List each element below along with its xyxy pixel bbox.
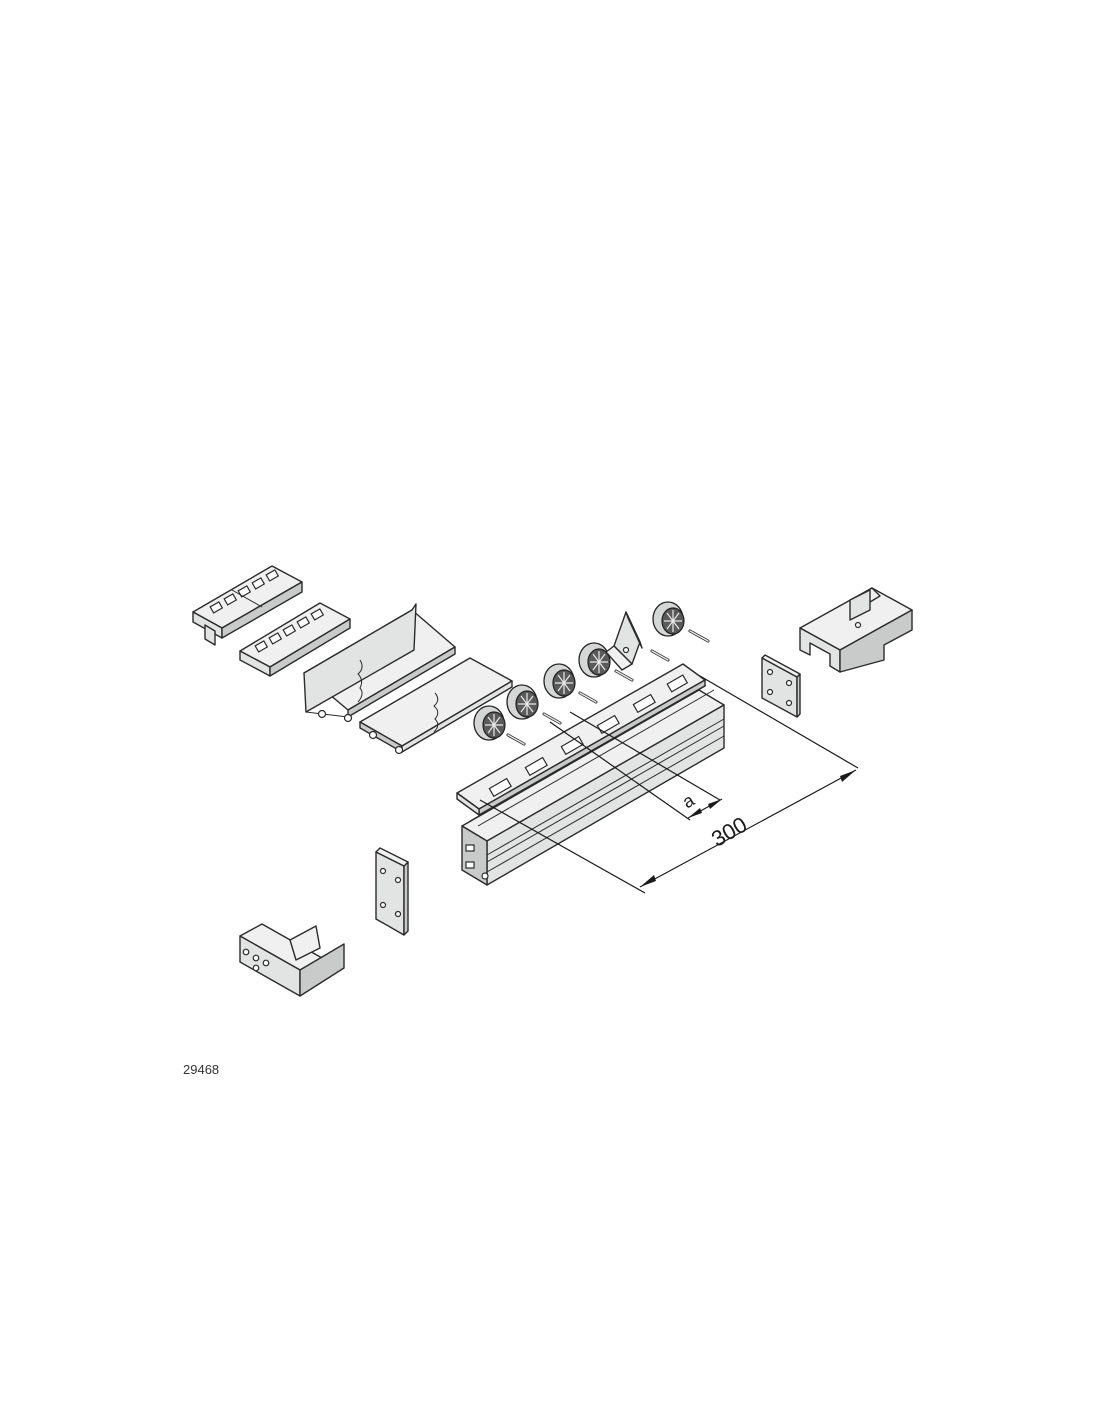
flat-cover-profile [359,657,513,755]
roller-3 [543,663,598,704]
end-cap-left [239,923,345,997]
roller-5 [652,601,710,643]
corner-bracket [605,611,643,671]
figure-number: 29468 [183,1062,220,1077]
spacer-strip-upper [192,565,303,646]
connection-plate-right [761,654,801,718]
roller-track-carrier [456,663,706,816]
roller-1 [473,705,526,746]
dimension-300-label: 300 [707,812,751,852]
main-profile-rail [461,684,725,886]
end-cap-right [799,587,913,673]
roller-4 [578,642,634,682]
connection-plate-left [375,847,409,936]
spacer-strip-lower [239,602,351,677]
dimension-a-label: a [679,789,699,812]
loose-axle [650,649,670,662]
roller-2 [506,684,562,725]
guide-profile-with-wall [303,603,456,723]
